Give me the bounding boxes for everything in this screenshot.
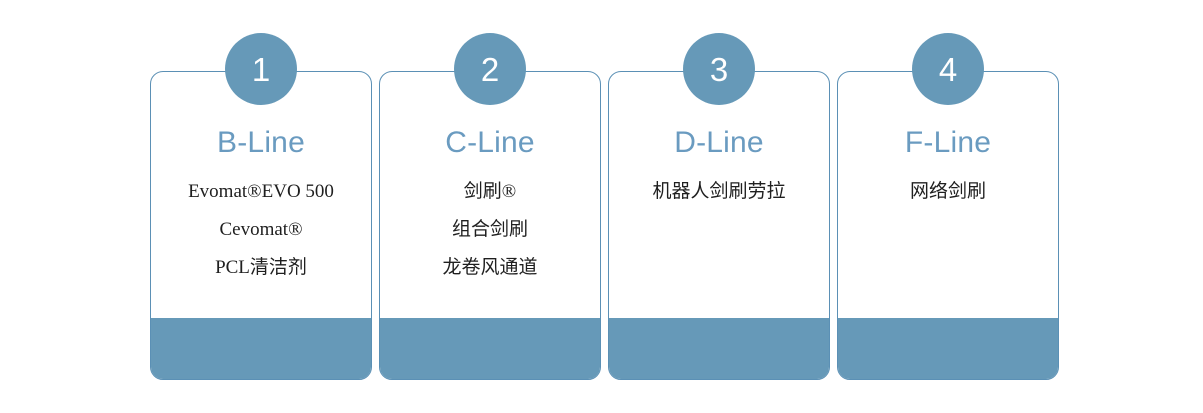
product-line-card-4[interactable]: F-Line 网络剑刷 [837, 71, 1059, 380]
card-title-4: F-Line [904, 126, 992, 159]
product-line-card-3[interactable]: D-Line 机器人剑刷劳拉 [608, 71, 830, 380]
card-body-1: Evomat®EVO 500 Cevomat® PCL清洁剂 [159, 182, 363, 277]
card-body-2: 剑刷® 组合剑刷 龙卷风通道 [388, 182, 592, 277]
card-footer-bar-4 [838, 318, 1058, 379]
card-title-1: B-Line [217, 126, 305, 159]
card-item: Evomat®EVO 500 [188, 181, 334, 202]
step-badge-1[interactable]: 1 [225, 33, 297, 105]
card-body-3: 机器人剑刷劳拉 [617, 182, 821, 201]
card-footer-bar-3 [609, 318, 829, 379]
product-line-card-1[interactable]: B-Line Evomat®EVO 500 Cevomat® PCL清洁剂 [150, 71, 372, 380]
product-line-card-2[interactable]: C-Line 剑刷® 组合剑刷 龙卷风通道 [379, 71, 601, 380]
card-item: 剑刷® [463, 181, 517, 202]
card-item: 龙卷风通道 [442, 257, 538, 278]
card-item: 机器人剑刷劳拉 [652, 181, 786, 202]
card-title-2: C-Line [445, 126, 535, 159]
card-item: 组合剑刷 [451, 219, 528, 240]
card-item: PCL清洁剂 [215, 257, 307, 278]
card-item: Cevomat® [219, 219, 303, 240]
card-title-3: D-Line [674, 126, 764, 159]
step-badge-4[interactable]: 4 [912, 33, 984, 105]
card-footer-bar-2 [380, 318, 600, 379]
step-badge-2[interactable]: 2 [454, 33, 526, 105]
card-footer-bar-1 [151, 318, 371, 379]
card-body-4: 网络剑刷 [846, 182, 1050, 201]
step-badge-3[interactable]: 3 [683, 33, 755, 105]
card-item: 网络剑刷 [909, 181, 986, 202]
